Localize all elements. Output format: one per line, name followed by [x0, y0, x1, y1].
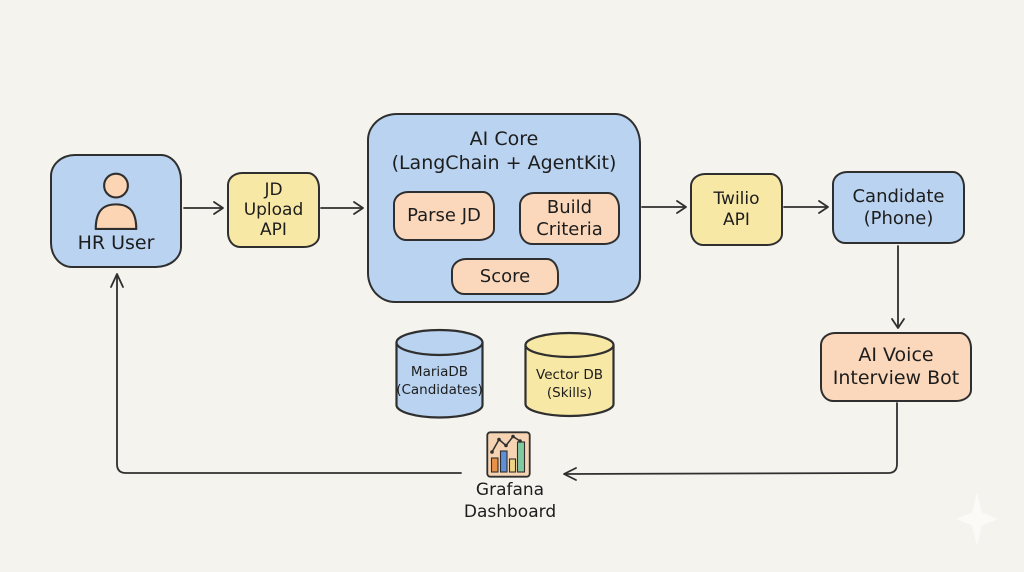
node-ai-voice-bot: AI Voice Interview Bot [820, 332, 972, 402]
arrow-hr-to-jd [183, 201, 224, 215]
arrow-aicore-to-twilio [641, 200, 687, 214]
node-parse-jd: Parse JD [393, 191, 495, 241]
database-cylinder-icon [395, 328, 484, 419]
score-label: Score [479, 265, 531, 287]
arrow-voicebot-to-grafana [563, 402, 898, 481]
node-score: Score [451, 258, 559, 295]
ai-voice-bot-label: AI Voice Interview Bot [832, 344, 960, 389]
twilio-api-label: Twilio API [713, 189, 760, 230]
person-icon [94, 172, 138, 230]
parse-jd-label: Parse JD [407, 205, 481, 227]
arrow-jd-to-aicore [320, 201, 364, 215]
jd-upload-api-label: JD Upload API [243, 179, 304, 241]
node-build-criteria: Build Criteria [519, 192, 620, 245]
node-candidate-phone: Candidate (Phone) [832, 171, 965, 244]
ai-core-title: AI Core (LangChain + AgentKit) [391, 128, 617, 174]
hr-user-label: HR User [77, 231, 155, 254]
node-mariadb: MariaDB (Candidates) [394, 328, 485, 420]
node-ai-core: AI Core (LangChain + AgentKit) Parse JD … [367, 113, 641, 303]
grafana-label: Grafana Dashboard [463, 480, 557, 523]
node-jd-upload-api: JD Upload API [227, 172, 320, 248]
database-cylinder-icon [524, 331, 615, 418]
vector-db-label: Vector DB (Skills) [536, 367, 603, 401]
candidate-phone-label: Candidate (Phone) [852, 185, 945, 229]
bar-line-chart-icon [486, 431, 531, 478]
node-hr-user: HR User [50, 154, 182, 268]
node-twilio-api: Twilio API [690, 173, 783, 246]
arrow-grafana-to-hruser [110, 273, 462, 474]
mariadb-label: MariaDB (Candidates) [396, 364, 483, 398]
node-vector-db: Vector DB (Skills) [523, 331, 616, 418]
arrow-twilio-to-candidate [783, 200, 829, 214]
arrow-candidate-to-voicebot [891, 245, 905, 329]
build-criteria-label: Build Criteria [536, 196, 603, 240]
